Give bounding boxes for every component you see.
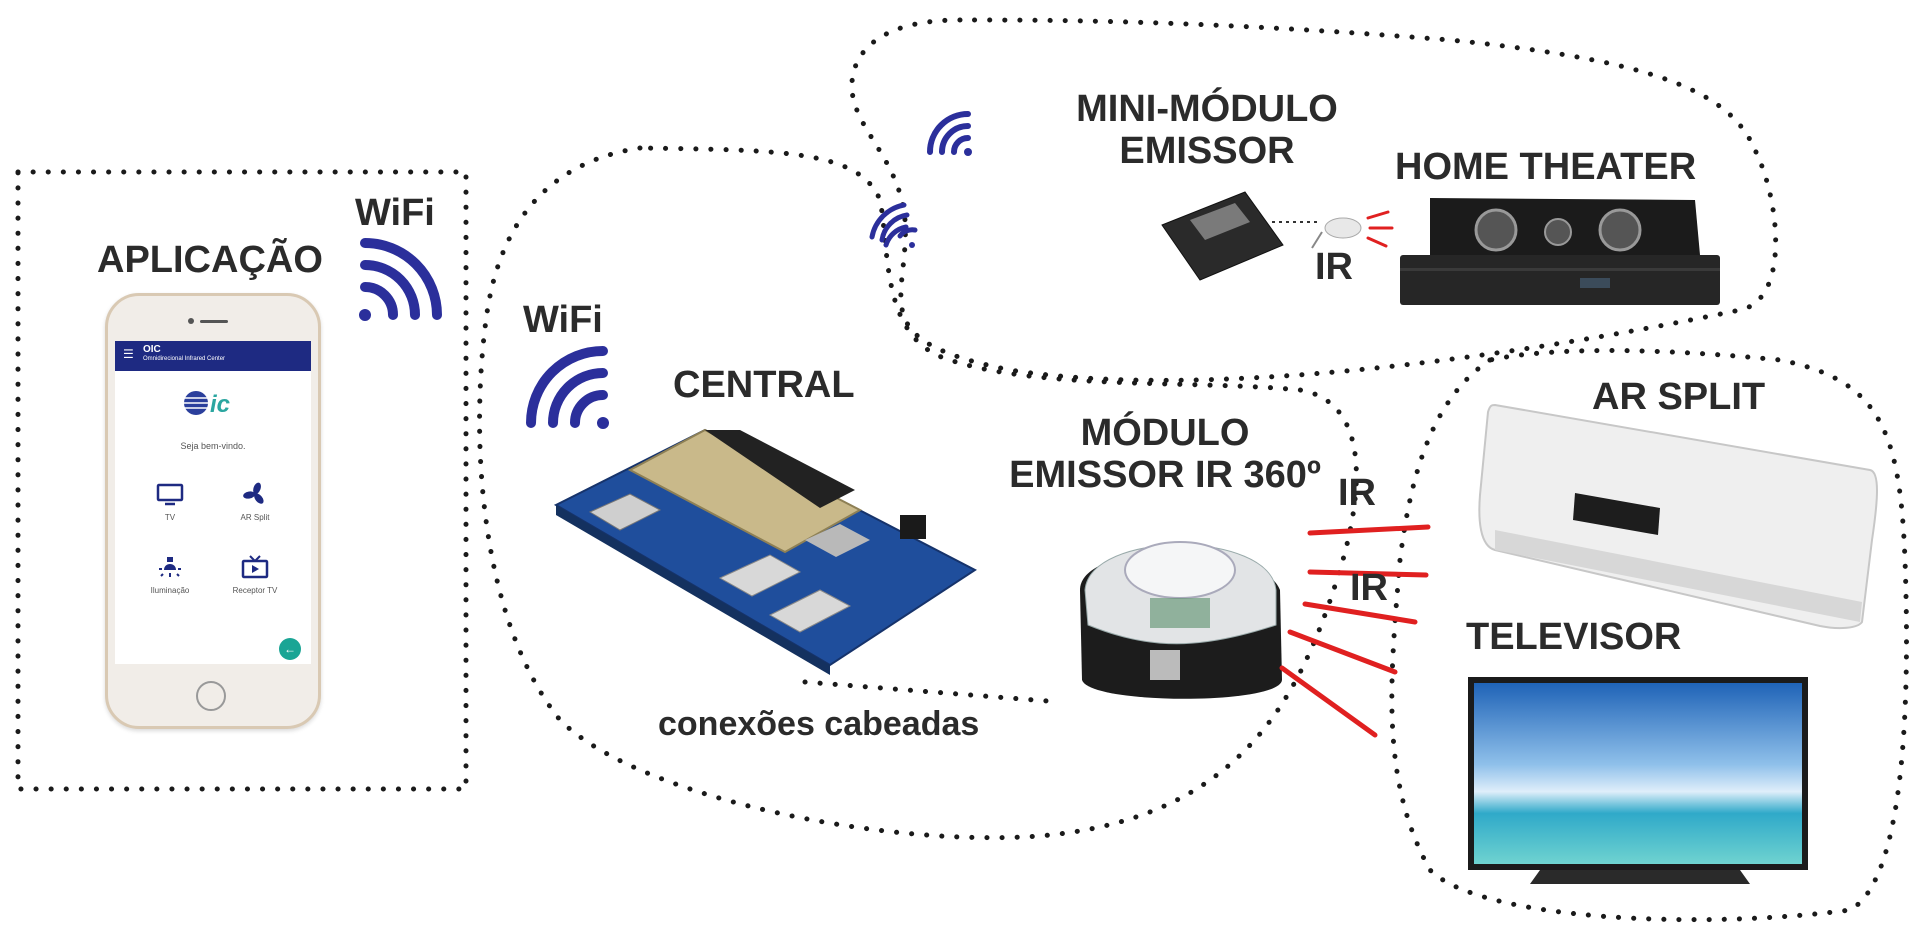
label-mini-modulo: MINI-MÓDULO EMISSOR: [1072, 88, 1342, 173]
home-theater-boundary: [849, 17, 1779, 383]
menu-icon[interactable]: ☰: [123, 347, 134, 361]
label-aplicacao: APLICAÇÃO: [97, 239, 323, 281]
tile-ar-split-label: AR Split: [240, 513, 270, 522]
label-ar-split: AR SPLIT: [1592, 376, 1766, 418]
ir-beam: [1366, 210, 1394, 248]
label-wifi-app: WiFi: [355, 192, 435, 234]
phone-camera: [188, 318, 194, 324]
label-modulo-line2: EMISSOR IR 360º: [1009, 453, 1321, 496]
ir-beam: [1279, 524, 1431, 738]
app-bar: ☰ OIC Omnidirecional Infrared Center: [115, 341, 311, 371]
tile-iluminacao[interactable]: Iluminação: [135, 554, 205, 595]
phone-speaker: [200, 320, 228, 323]
label-home-theater: HOME THEATER: [1395, 146, 1697, 188]
label-ir-ar: IR: [1338, 472, 1376, 514]
label-central: CENTRAL: [673, 364, 855, 406]
label-mini-modulo-line1: MINI-MÓDULO: [1076, 88, 1338, 130]
fan-icon: [243, 482, 264, 504]
label-modulo-emissor: MÓDULO EMISSOR IR 360º: [995, 412, 1335, 497]
tile-receptor-tv[interactable]: Receptor TV: [220, 554, 290, 595]
televisor-device: [1468, 677, 1808, 884]
label-wifi-central: WiFi: [523, 299, 603, 341]
label-ir-tv: IR: [1350, 567, 1388, 609]
back-arrow-icon[interactable]: ←: [279, 638, 301, 660]
wifi-icon: [869, 202, 918, 248]
appliances-boundary: [1389, 348, 1909, 923]
tile-receptor-tv-label: Receptor TV: [232, 586, 278, 595]
receiver-icon: [241, 555, 269, 579]
tv-icon: [156, 483, 184, 506]
app-subtitle: Omnidirecional Infrared Center: [143, 356, 226, 362]
home-button[interactable]: [196, 681, 226, 711]
wifi-icon: [526, 346, 609, 429]
app-screen: ☰ OIC Omnidirecional Infrared Center ic …: [115, 341, 311, 664]
app-title: OIC: [143, 344, 161, 355]
ir-360-module: [1080, 541, 1282, 699]
tile-iluminacao-label: Iluminação: [150, 586, 190, 595]
mini-module: [1161, 191, 1362, 281]
wifi-icon: [927, 111, 972, 156]
lamp-icon: [159, 557, 181, 577]
label-modulo-line1: MÓDULO: [1080, 412, 1250, 454]
welcome-text: Seja bem-vindo.: [180, 441, 246, 451]
wifi-icon: [359, 238, 442, 321]
tile-tv[interactable]: TV: [135, 481, 205, 522]
home-theater-device: [1400, 198, 1720, 305]
tile-ar-split[interactable]: AR Split: [220, 481, 290, 522]
tile-tv-label: TV: [164, 513, 176, 522]
wired-connection-line: [802, 679, 1063, 705]
oic-logo: ic: [184, 391, 230, 418]
label-ir-mini: IR: [1315, 246, 1353, 288]
central-board: [553, 428, 977, 675]
label-mini-modulo-line2: EMISSOR: [1119, 129, 1295, 172]
label-televisor: TELEVISOR: [1466, 616, 1682, 658]
app-boundary: [15, 169, 469, 792]
phone-mockup: ☰ OIC Omnidirecional Infrared Center ic …: [105, 293, 321, 729]
ar-split-device: [1478, 403, 1878, 630]
oic-logo-text: ic: [210, 391, 230, 418]
label-conexoes-cabeadas: conexões cabeadas: [658, 705, 980, 743]
